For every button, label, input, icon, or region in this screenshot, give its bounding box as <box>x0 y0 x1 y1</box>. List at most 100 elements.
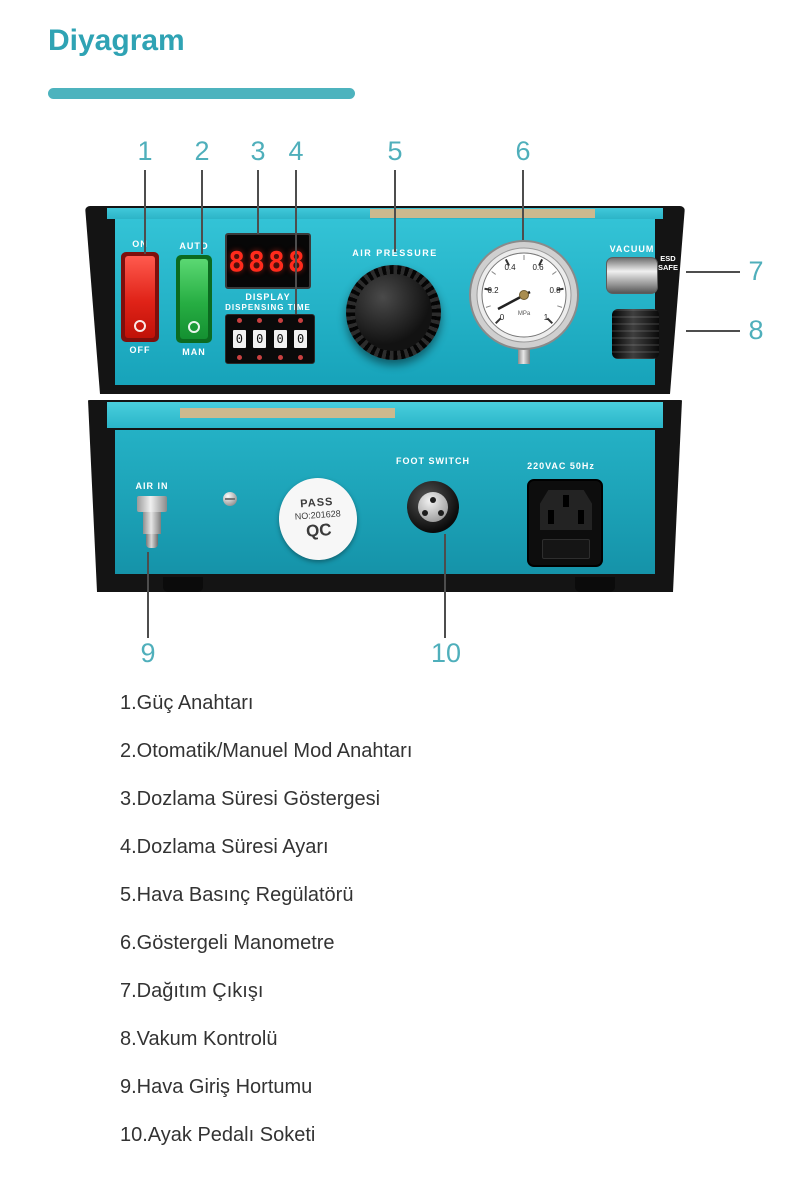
callout-10: 10 <box>430 638 462 668</box>
vacuum-label: VACUUM <box>609 244 655 254</box>
callout-3: 3 <box>250 136 266 166</box>
power-switch <box>121 252 159 342</box>
legend-item-10: 10.Ayak Pedalı Soketi <box>120 1124 316 1146</box>
gauge-major-ticks <box>484 258 564 324</box>
thumbwheel-up-dot <box>257 318 263 323</box>
foot-switch-label: FOOT SWITCH <box>396 456 470 466</box>
gauge-tick-1: 1 <box>544 313 549 322</box>
callout-9: 9 <box>140 638 156 668</box>
esd-line1: ESD <box>660 254 676 263</box>
gauge-stem <box>518 346 530 364</box>
mode-switch <box>176 255 212 343</box>
legend-item-5: 5.Hava Basınç Regülatörü <box>120 884 354 906</box>
power-pin-neutral <box>578 510 584 524</box>
callout-2: 2 <box>194 136 210 166</box>
device-back: AIR IN PASS NO:201628 QC FOOT SWITCH 220… <box>88 400 682 592</box>
time-display-digits: 8888 <box>228 244 308 278</box>
thumbwheel-digit: 0 <box>253 330 267 348</box>
air-pressure-label: AIR PRESSURE <box>352 248 438 258</box>
power-socket <box>527 479 603 567</box>
gauge-tick-08: 0.8 <box>549 286 561 295</box>
callout-4: 4 <box>288 136 304 166</box>
foot-switch-connector <box>407 481 459 533</box>
legend-list: 1.Güç Anahtarı 2.Otomatik/Manuel Mod Ana… <box>120 693 412 1146</box>
air-in-label: AIR IN <box>135 481 169 491</box>
esd-line2: SAFE <box>657 263 679 272</box>
air-pressure-knob <box>346 265 441 360</box>
mode-auto-label: AUTO <box>179 241 209 251</box>
device-foot-left <box>163 577 203 592</box>
thumbwheel-up-dot <box>298 318 304 323</box>
leader-line-2 <box>201 170 203 254</box>
mode-man-label: MAN <box>182 347 206 357</box>
time-display: 8888 <box>225 233 311 289</box>
legend-item-1: 1.Güç Anahtarı <box>120 692 254 714</box>
foot-switch-pin <box>438 510 444 516</box>
air-in-nut <box>137 496 167 512</box>
legend-item-8: 8.Vakum Kontrolü <box>120 1028 278 1050</box>
dispensing-outlet <box>612 309 659 359</box>
legend-item-9: 9.Hava Giriş Hortumu <box>120 1076 313 1098</box>
dispensing-outlet-ridges <box>612 309 659 359</box>
air-in-body <box>143 512 161 534</box>
power-off-label: OFF <box>129 345 151 355</box>
legend-item-6: 6.Göstergeli Manometre <box>120 932 335 954</box>
title-underline-bar <box>48 88 355 99</box>
thumbwheel-down-dot <box>277 355 283 360</box>
pressure-gauge: 0 0.2 0.4 0.6 0.8 1 MPa <box>469 240 579 350</box>
leader-line-3 <box>257 170 259 234</box>
leader-line-7 <box>686 271 740 273</box>
gauge-hub <box>519 290 529 300</box>
thumbwheel-up-dot <box>277 318 283 323</box>
thumbwheel-down-dot <box>298 355 304 360</box>
thumbwheel-down-dot <box>257 355 263 360</box>
gauge-tick-labels: 0 0.2 0.4 0.6 0.8 1 <box>487 263 561 322</box>
back-top-label-strip <box>180 408 395 418</box>
gauge-tick-02: 0.2 <box>487 286 499 295</box>
power-symbol-icon <box>134 320 146 332</box>
air-in-connector <box>137 496 167 550</box>
mode-symbol-icon <box>188 321 200 333</box>
callout-8: 8 <box>748 315 764 345</box>
device-foot-right <box>575 577 615 592</box>
legend-item-4: 4.Dozlama Süresi Ayarı <box>120 836 329 858</box>
panel-screw-slot <box>225 498 235 500</box>
device-front: ON OFF AUTO MAN 8888 DISPLAY DISPENSING … <box>85 206 685 394</box>
callout-6: 6 <box>515 136 531 166</box>
leader-line-10 <box>444 534 446 638</box>
gauge-unit-label: MPa <box>518 311 531 317</box>
leader-line-4 <box>295 170 297 314</box>
leader-line-8 <box>686 330 740 332</box>
panel-screw <box>223 492 237 506</box>
vacuum-knob <box>606 257 658 294</box>
esd-safe-label: ESD SAFE <box>658 254 678 272</box>
qc-number-text: NO:201628 <box>294 508 342 522</box>
power-on-label: ON <box>132 239 148 249</box>
gauge-minor-ticks <box>485 255 563 308</box>
foot-switch-pin <box>430 497 436 503</box>
thumbwheel-down-dot <box>236 355 242 360</box>
thumbwheel-cell: 0 <box>253 318 267 360</box>
leader-line-1 <box>144 170 146 254</box>
thumbwheel-digit: 0 <box>232 330 246 348</box>
legend-item-2: 2.Otomatik/Manuel Mod Anahtarı <box>120 740 413 762</box>
page-title: Diyagram <box>48 24 185 57</box>
dispensing-time-label: DISPENSING TIME <box>225 303 311 312</box>
foot-switch-pin <box>422 510 428 516</box>
power-pin-ground <box>563 495 569 507</box>
fuse-drawer <box>542 539 590 559</box>
gauge-tick-0: 0 <box>500 313 505 322</box>
thumbwheel-cell: 0 <box>273 318 287 360</box>
legend-item-7: 7.Dağıtım Çıkışı <box>120 980 264 1002</box>
power-inlet <box>540 490 592 530</box>
callout-5: 5 <box>387 136 403 166</box>
thumbwheel-up-dot <box>236 318 242 323</box>
qc-pass-text: PASS <box>299 495 334 511</box>
callout-7: 7 <box>748 256 764 286</box>
thumbwheel-cell: 0 <box>294 318 308 360</box>
thumbwheel-cell: 0 <box>232 318 246 360</box>
display-label: DISPLAY <box>245 292 291 302</box>
gauge-tick-04: 0.4 <box>504 263 516 272</box>
legend-item-3: 3.Dozlama Süresi Göstergesi <box>120 788 381 810</box>
